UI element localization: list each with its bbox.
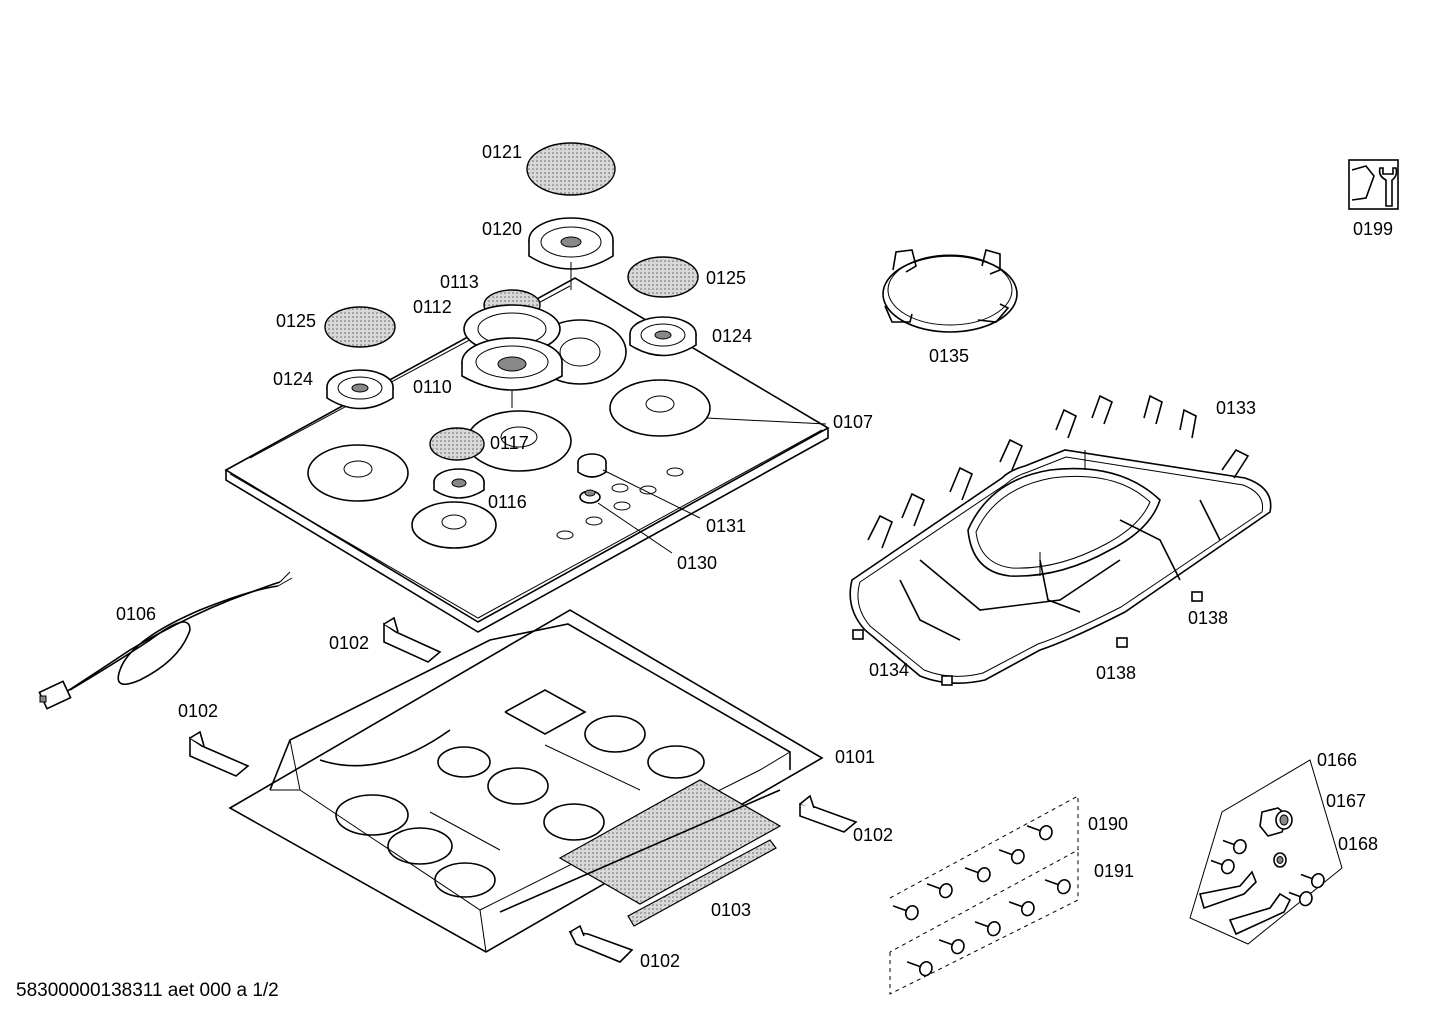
burner-head-small bbox=[433, 468, 485, 499]
label-0168: 0168 bbox=[1338, 834, 1378, 854]
label-0102-d: 0102 bbox=[640, 951, 680, 971]
label-0124-right: 0124 bbox=[712, 326, 752, 346]
label-0103: 0103 bbox=[711, 900, 751, 920]
label-0121: 0121 bbox=[482, 142, 522, 162]
knob-spindle bbox=[579, 489, 673, 554]
burner-head-large bbox=[528, 217, 614, 290]
label-0135: 0135 bbox=[929, 346, 969, 366]
label-0167: 0167 bbox=[1326, 791, 1366, 811]
label-0138-b: 0138 bbox=[1188, 608, 1228, 628]
wok-burner-assembly bbox=[461, 289, 563, 408]
label-0134: 0134 bbox=[869, 660, 909, 680]
label-0102-b: 0102 bbox=[178, 701, 218, 721]
label-0199: 0199 bbox=[1353, 219, 1393, 239]
label-0138-a: 0138 bbox=[1096, 663, 1136, 683]
label-0131: 0131 bbox=[706, 516, 746, 536]
document-footer-code: 58300000138311 aet 000 a 1/2 bbox=[16, 980, 279, 1001]
burner-cap-left bbox=[324, 306, 396, 348]
label-0124-left: 0124 bbox=[273, 369, 313, 389]
leader-lines bbox=[705, 417, 827, 425]
label-0106: 0106 bbox=[116, 604, 156, 624]
hob-top-plate bbox=[224, 277, 830, 633]
pan-support-grid bbox=[849, 394, 1272, 684]
label-0125-right: 0125 bbox=[706, 268, 746, 288]
label-0133: 0133 bbox=[1216, 398, 1256, 418]
screws bbox=[892, 824, 1071, 977]
label-0107: 0107 bbox=[833, 412, 873, 432]
seal-strip bbox=[627, 839, 777, 927]
label-0125-left: 0125 bbox=[276, 311, 316, 331]
label-0191: 0191 bbox=[1094, 861, 1134, 881]
burner-cap-small bbox=[429, 427, 485, 461]
power-cable bbox=[38, 571, 293, 710]
gas-connection-kit bbox=[1189, 759, 1343, 945]
label-0117: 0117 bbox=[490, 433, 529, 453]
label-0112: 0112 bbox=[413, 297, 452, 317]
rubber-feet bbox=[852, 591, 1203, 686]
mounting-clamps bbox=[189, 616, 858, 963]
label-0113: 0113 bbox=[440, 272, 479, 292]
control-knob bbox=[577, 453, 701, 519]
wok-ring-support bbox=[882, 249, 1018, 333]
label-0102-c: 0102 bbox=[853, 825, 893, 845]
label-0110: 0110 bbox=[413, 377, 452, 397]
burner-head-left bbox=[326, 369, 394, 410]
screw-sets bbox=[889, 795, 1079, 995]
label-0190: 0190 bbox=[1088, 814, 1128, 834]
label-0102-a: 0102 bbox=[329, 633, 369, 653]
bottom-tray bbox=[228, 609, 824, 953]
burner-cap-large bbox=[526, 142, 616, 196]
label-0120: 0120 bbox=[482, 219, 522, 239]
wrench-nut-icon bbox=[1348, 159, 1399, 210]
label-0166: 0166 bbox=[1317, 750, 1357, 770]
burner-cap-right bbox=[627, 256, 699, 298]
part-labels: 0121 0120 0125 0113 0112 0125 0124 0124 … bbox=[116, 142, 1393, 971]
label-0130: 0130 bbox=[677, 553, 717, 573]
label-0101: 0101 bbox=[835, 747, 875, 767]
burner-head-right bbox=[629, 316, 697, 357]
label-0116: 0116 bbox=[488, 492, 527, 512]
